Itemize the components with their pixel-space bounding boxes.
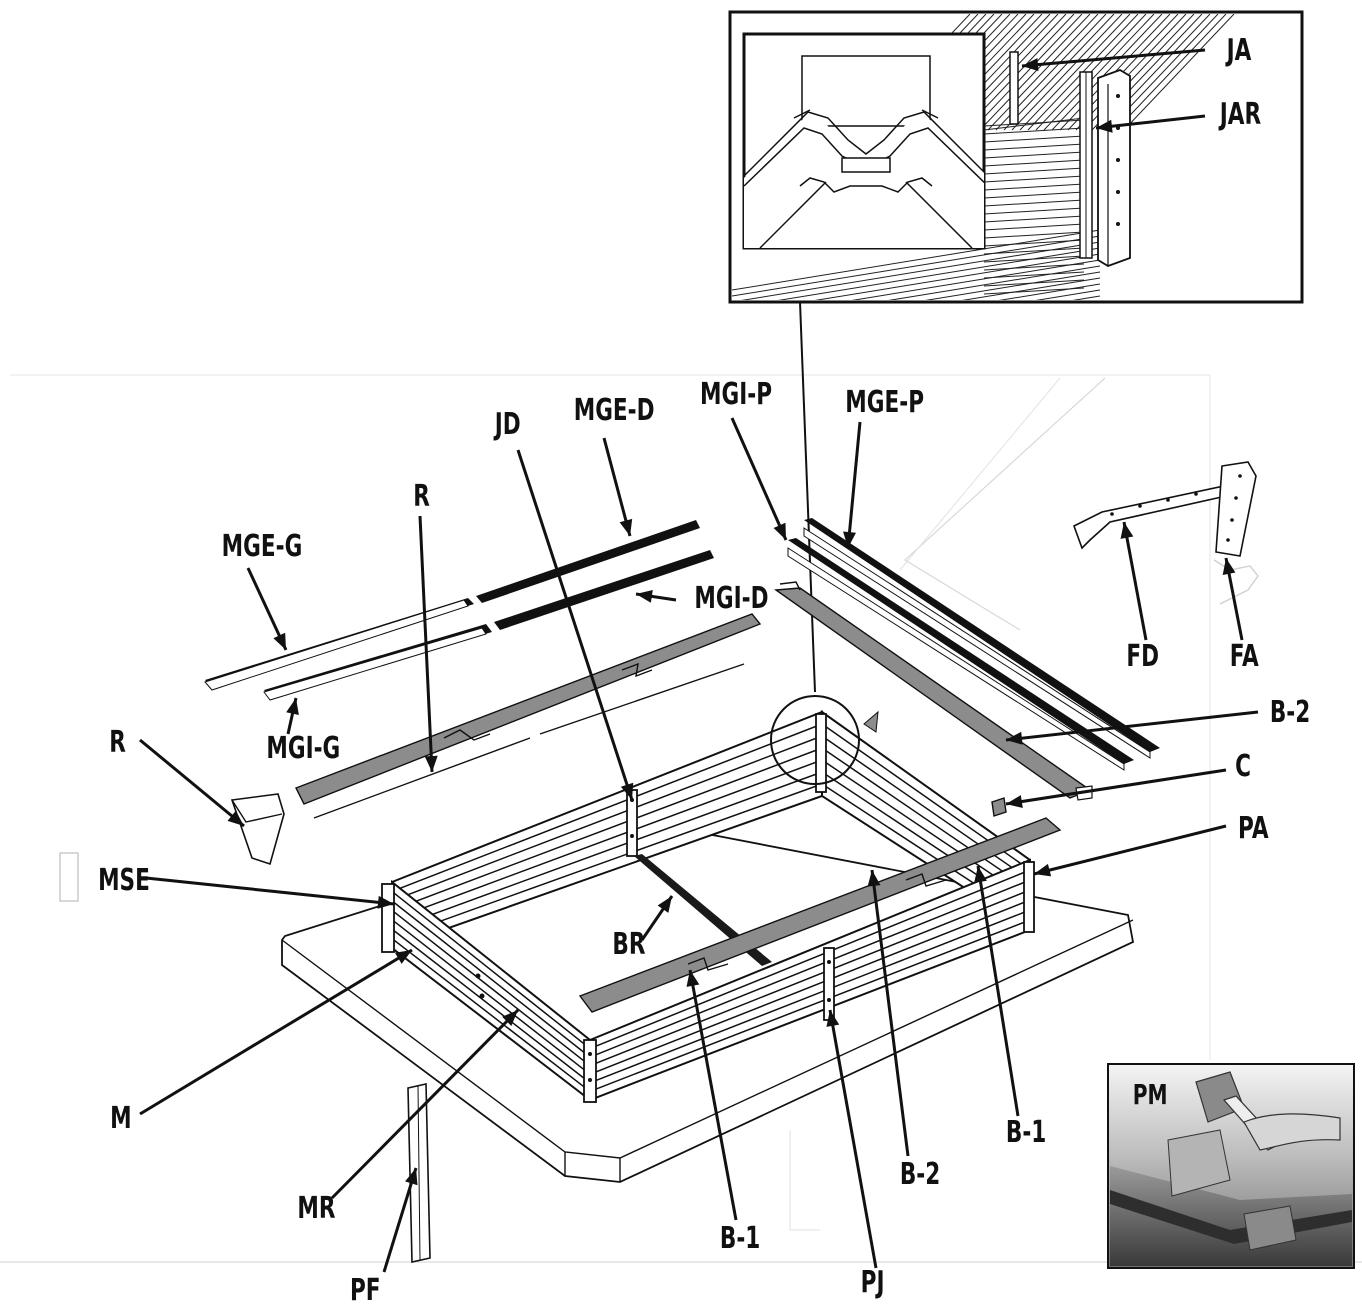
leader-arrows — [139, 48, 1259, 1273]
label-R-top: R — [413, 480, 430, 514]
label-B-2-right: B-2 — [1270, 696, 1310, 730]
label-MGE-P: MGE-P — [845, 386, 924, 420]
grey-boards — [295, 581, 1093, 1013]
label-MGI-D: MGI-D — [694, 582, 768, 616]
top-rails — [204, 518, 1160, 771]
label-MGE-G: MGE-G — [222, 530, 303, 564]
label-C: C — [1235, 750, 1251, 784]
label-B-1-right: B-1 — [1006, 1116, 1046, 1150]
planter-walls — [381, 710, 1035, 1103]
label-PA: PA — [1238, 812, 1269, 846]
label-MGI-G: MGI-G — [266, 732, 340, 766]
mallet-inset — [1107, 1063, 1355, 1269]
magnifier-circle — [770, 695, 860, 785]
label-JD: JD — [493, 408, 521, 442]
label-PF: PF — [350, 1274, 381, 1306]
label-PM: PM — [1133, 1078, 1168, 1111]
loose-parts — [59, 461, 1259, 1263]
label-MGI-P: MGI-P — [700, 378, 772, 412]
label-FD: FD — [1126, 640, 1159, 674]
label-PJ: PJ — [861, 1266, 885, 1300]
label-B-2-bottom: B-2 — [900, 1158, 940, 1192]
label-R-left: R — [109, 726, 126, 760]
corner-joint-zoom — [744, 55, 984, 248]
label-BR: BR — [612, 928, 645, 962]
joint-detail-inset — [728, 10, 1304, 693]
label-MR: MR — [297, 1192, 335, 1226]
inset-posts — [1009, 51, 1131, 267]
label-JA: JA — [1225, 34, 1252, 68]
label-MSE: MSE — [98, 864, 150, 898]
part-labels: JA JAR JD MGE-D MGI-P MGE-P R MGE-G MGI-… — [98, 34, 1310, 1306]
label-B-1-bottom: B-1 — [720, 1222, 760, 1256]
label-JAR: JAR — [1218, 98, 1261, 132]
label-M: M — [110, 1102, 131, 1136]
label-MGE-D: MGE-D — [574, 394, 655, 428]
label-FA: FA — [1230, 640, 1260, 674]
